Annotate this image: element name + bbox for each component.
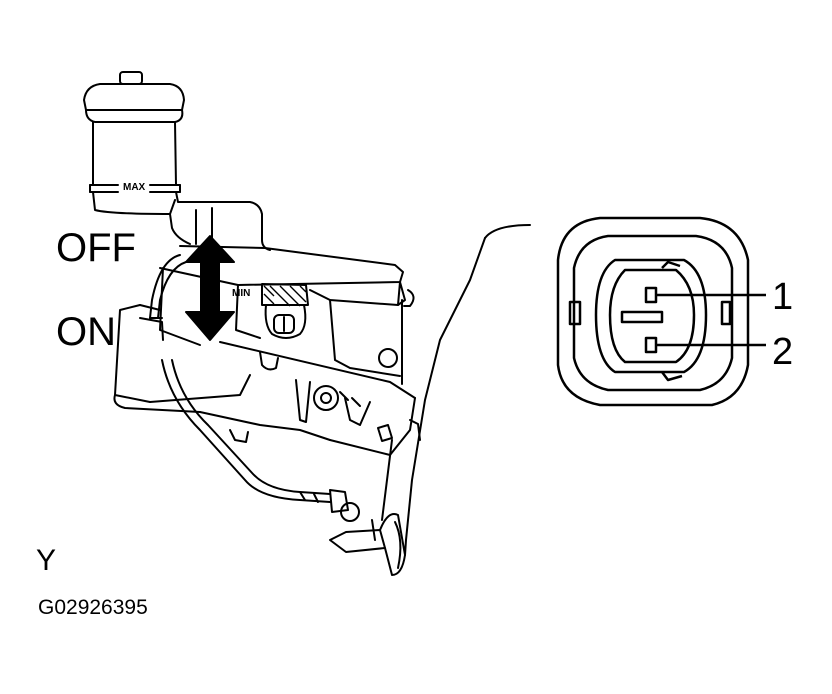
pushrod-fitting bbox=[329, 513, 406, 576]
pin-2-label: 2 bbox=[772, 331, 794, 373]
level-switch-sensor bbox=[261, 283, 309, 339]
brake-line bbox=[149, 254, 393, 541]
reservoir-cap bbox=[83, 71, 185, 123]
sensor-mount-hatch bbox=[263, 285, 307, 307]
off-label: OFF bbox=[56, 226, 136, 270]
firewall-outline bbox=[404, 224, 531, 556]
connector-front-view bbox=[556, 216, 750, 407]
view-letter: Y bbox=[36, 544, 57, 577]
master-cylinder-body bbox=[113, 245, 421, 456]
on-label: ON bbox=[56, 310, 116, 354]
min-level-mark: MIN bbox=[232, 288, 251, 299]
pin-1-label: 1 bbox=[772, 276, 794, 318]
figure-id: G02926395 bbox=[38, 596, 148, 619]
pin-leader-lines bbox=[656, 293, 766, 347]
float-motion-arrow bbox=[185, 235, 235, 341]
max-level-mark: MAX bbox=[123, 182, 146, 193]
